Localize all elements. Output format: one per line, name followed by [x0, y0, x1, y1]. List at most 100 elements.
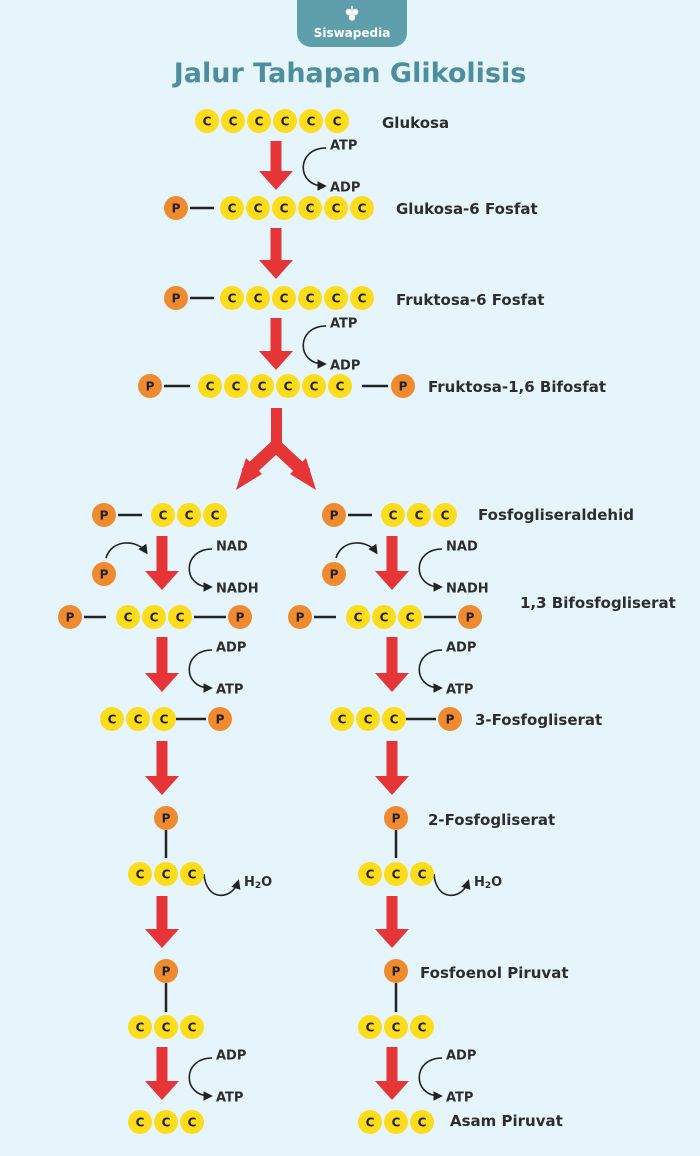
carbon-circle [272, 286, 296, 310]
carbon-symbol: C [336, 380, 345, 394]
carbon-circle [198, 374, 222, 398]
carbon-atom: C [195, 109, 219, 133]
carbon-atom: C [325, 109, 349, 133]
carbon-atom: C [128, 1015, 152, 1039]
carbon-symbol: C [418, 1116, 427, 1130]
carbon-circle [224, 374, 248, 398]
label-fosfogliseraldehid: Fosfogliseraldehid [478, 506, 634, 524]
split-arrow-stem [271, 408, 282, 450]
carbon-symbol: C [406, 611, 415, 625]
label-adp: ADP [216, 1049, 246, 1064]
carbon-circle [154, 862, 178, 886]
carbon-symbol: C [188, 1021, 197, 1035]
carbon-circle [350, 286, 374, 310]
h2o-subscript: 2 [485, 881, 491, 891]
phosphate-symbol: P [330, 568, 339, 582]
label-atp: ATP [446, 683, 473, 698]
label-atp: ATP [330, 317, 357, 332]
carbon-atom: C [221, 109, 245, 133]
carbon-symbol: C [392, 1021, 401, 1035]
carbon-atom: C [299, 109, 323, 133]
carbon-circle [298, 286, 322, 310]
carbon-circle [220, 286, 244, 310]
carbon-circle [276, 374, 300, 398]
carbon-symbol: C [229, 115, 238, 129]
label-nadh: NADH [216, 582, 259, 597]
carbon-atom: C [358, 1015, 382, 1039]
reaction-arrow [145, 896, 179, 948]
reaction-arrow [145, 536, 179, 590]
label-glukosa-6-fosfat: Glukosa-6 Fosfat [396, 200, 538, 218]
carbon-circle [350, 196, 374, 220]
carbon-circle [128, 1110, 152, 1134]
label-atp: ATP [330, 139, 357, 154]
phosphate-atom: P [92, 503, 116, 527]
carbon-atom: C [298, 196, 322, 220]
carbon-symbol: C [124, 611, 133, 625]
cofactor-curve-arrow [433, 873, 471, 897]
carbon-atom: C [330, 707, 354, 731]
carbon-symbol: C [258, 380, 267, 394]
carbon-circle [180, 862, 204, 886]
label-fosfoenol-piruvat: Fosfoenol Piruvat [420, 964, 569, 982]
carbon-circle [302, 374, 326, 398]
brand-name: Siswapedia [313, 26, 391, 40]
h2o-h: H [244, 875, 255, 890]
phosphate-circle [322, 503, 346, 527]
carbon-atom: C [154, 862, 178, 886]
carbon-circle [154, 1110, 178, 1134]
carbon-atom: C [151, 503, 175, 527]
label-adp: ADP [216, 641, 246, 656]
carbon-symbol: C [162, 868, 171, 882]
carbon-circle [272, 196, 296, 220]
carbon-symbol: C [306, 292, 315, 306]
phosphate-symbol: P [100, 509, 109, 523]
reaction-arrow [375, 741, 409, 795]
phosphate-symbol: P [446, 713, 455, 727]
phosphate-symbol: P [392, 965, 401, 979]
carbon-atom: C [350, 196, 374, 220]
label-fruktosa-1-6-bifosfat: Fruktosa-1,6 Bifosfat [428, 378, 606, 396]
carbon-symbol: C [364, 713, 373, 727]
carbon-atom: C [382, 707, 406, 731]
carbon-circle [372, 605, 396, 629]
phosphate-symbol: P [236, 611, 245, 625]
carbon-symbol: C [280, 202, 289, 216]
carbon-circle [168, 605, 192, 629]
carbon-circle [328, 374, 352, 398]
phosphate-atom: P [228, 605, 252, 629]
label-adp: ADP [330, 359, 360, 374]
carbon-atom: C [356, 707, 380, 731]
phosphate-atom: P [154, 959, 178, 983]
carbon-circle [195, 109, 219, 133]
phosphate-circle [92, 562, 116, 586]
label-nad: NAD [216, 540, 248, 555]
cofactor-curve-arrow [418, 649, 443, 693]
carbon-symbol: C [392, 868, 401, 882]
phosphate-circle [322, 562, 346, 586]
carbon-circle [346, 605, 370, 629]
carbon-atom: C [384, 862, 408, 886]
phosphate-circle [384, 959, 408, 983]
label-2-fosfogliserat: 2-Fosfogliserat [428, 811, 555, 829]
carbon-symbol: C [188, 868, 197, 882]
carbon-symbol: C [333, 115, 342, 129]
carbon-symbol: C [392, 1116, 401, 1130]
phosphate-symbol: P [100, 568, 109, 582]
phosphate-atom: P [138, 374, 162, 398]
h2o-subscript: 2 [255, 881, 261, 891]
carbon-symbol: C [390, 713, 399, 727]
phosphate-circle [154, 806, 178, 830]
reaction-arrow [259, 318, 293, 370]
phosphate-symbol: P [330, 509, 339, 523]
carbon-atom: C [128, 1110, 152, 1134]
carbon-symbol: C [185, 509, 194, 523]
label-adp: ADP [446, 641, 476, 656]
carbon-circle [180, 1015, 204, 1039]
phosphate-atom: P [288, 605, 312, 629]
carbon-circle [330, 707, 354, 731]
carbon-atom: C [381, 503, 405, 527]
carbon-symbol: C [418, 868, 427, 882]
cofactor-curve-arrow [418, 1057, 443, 1101]
